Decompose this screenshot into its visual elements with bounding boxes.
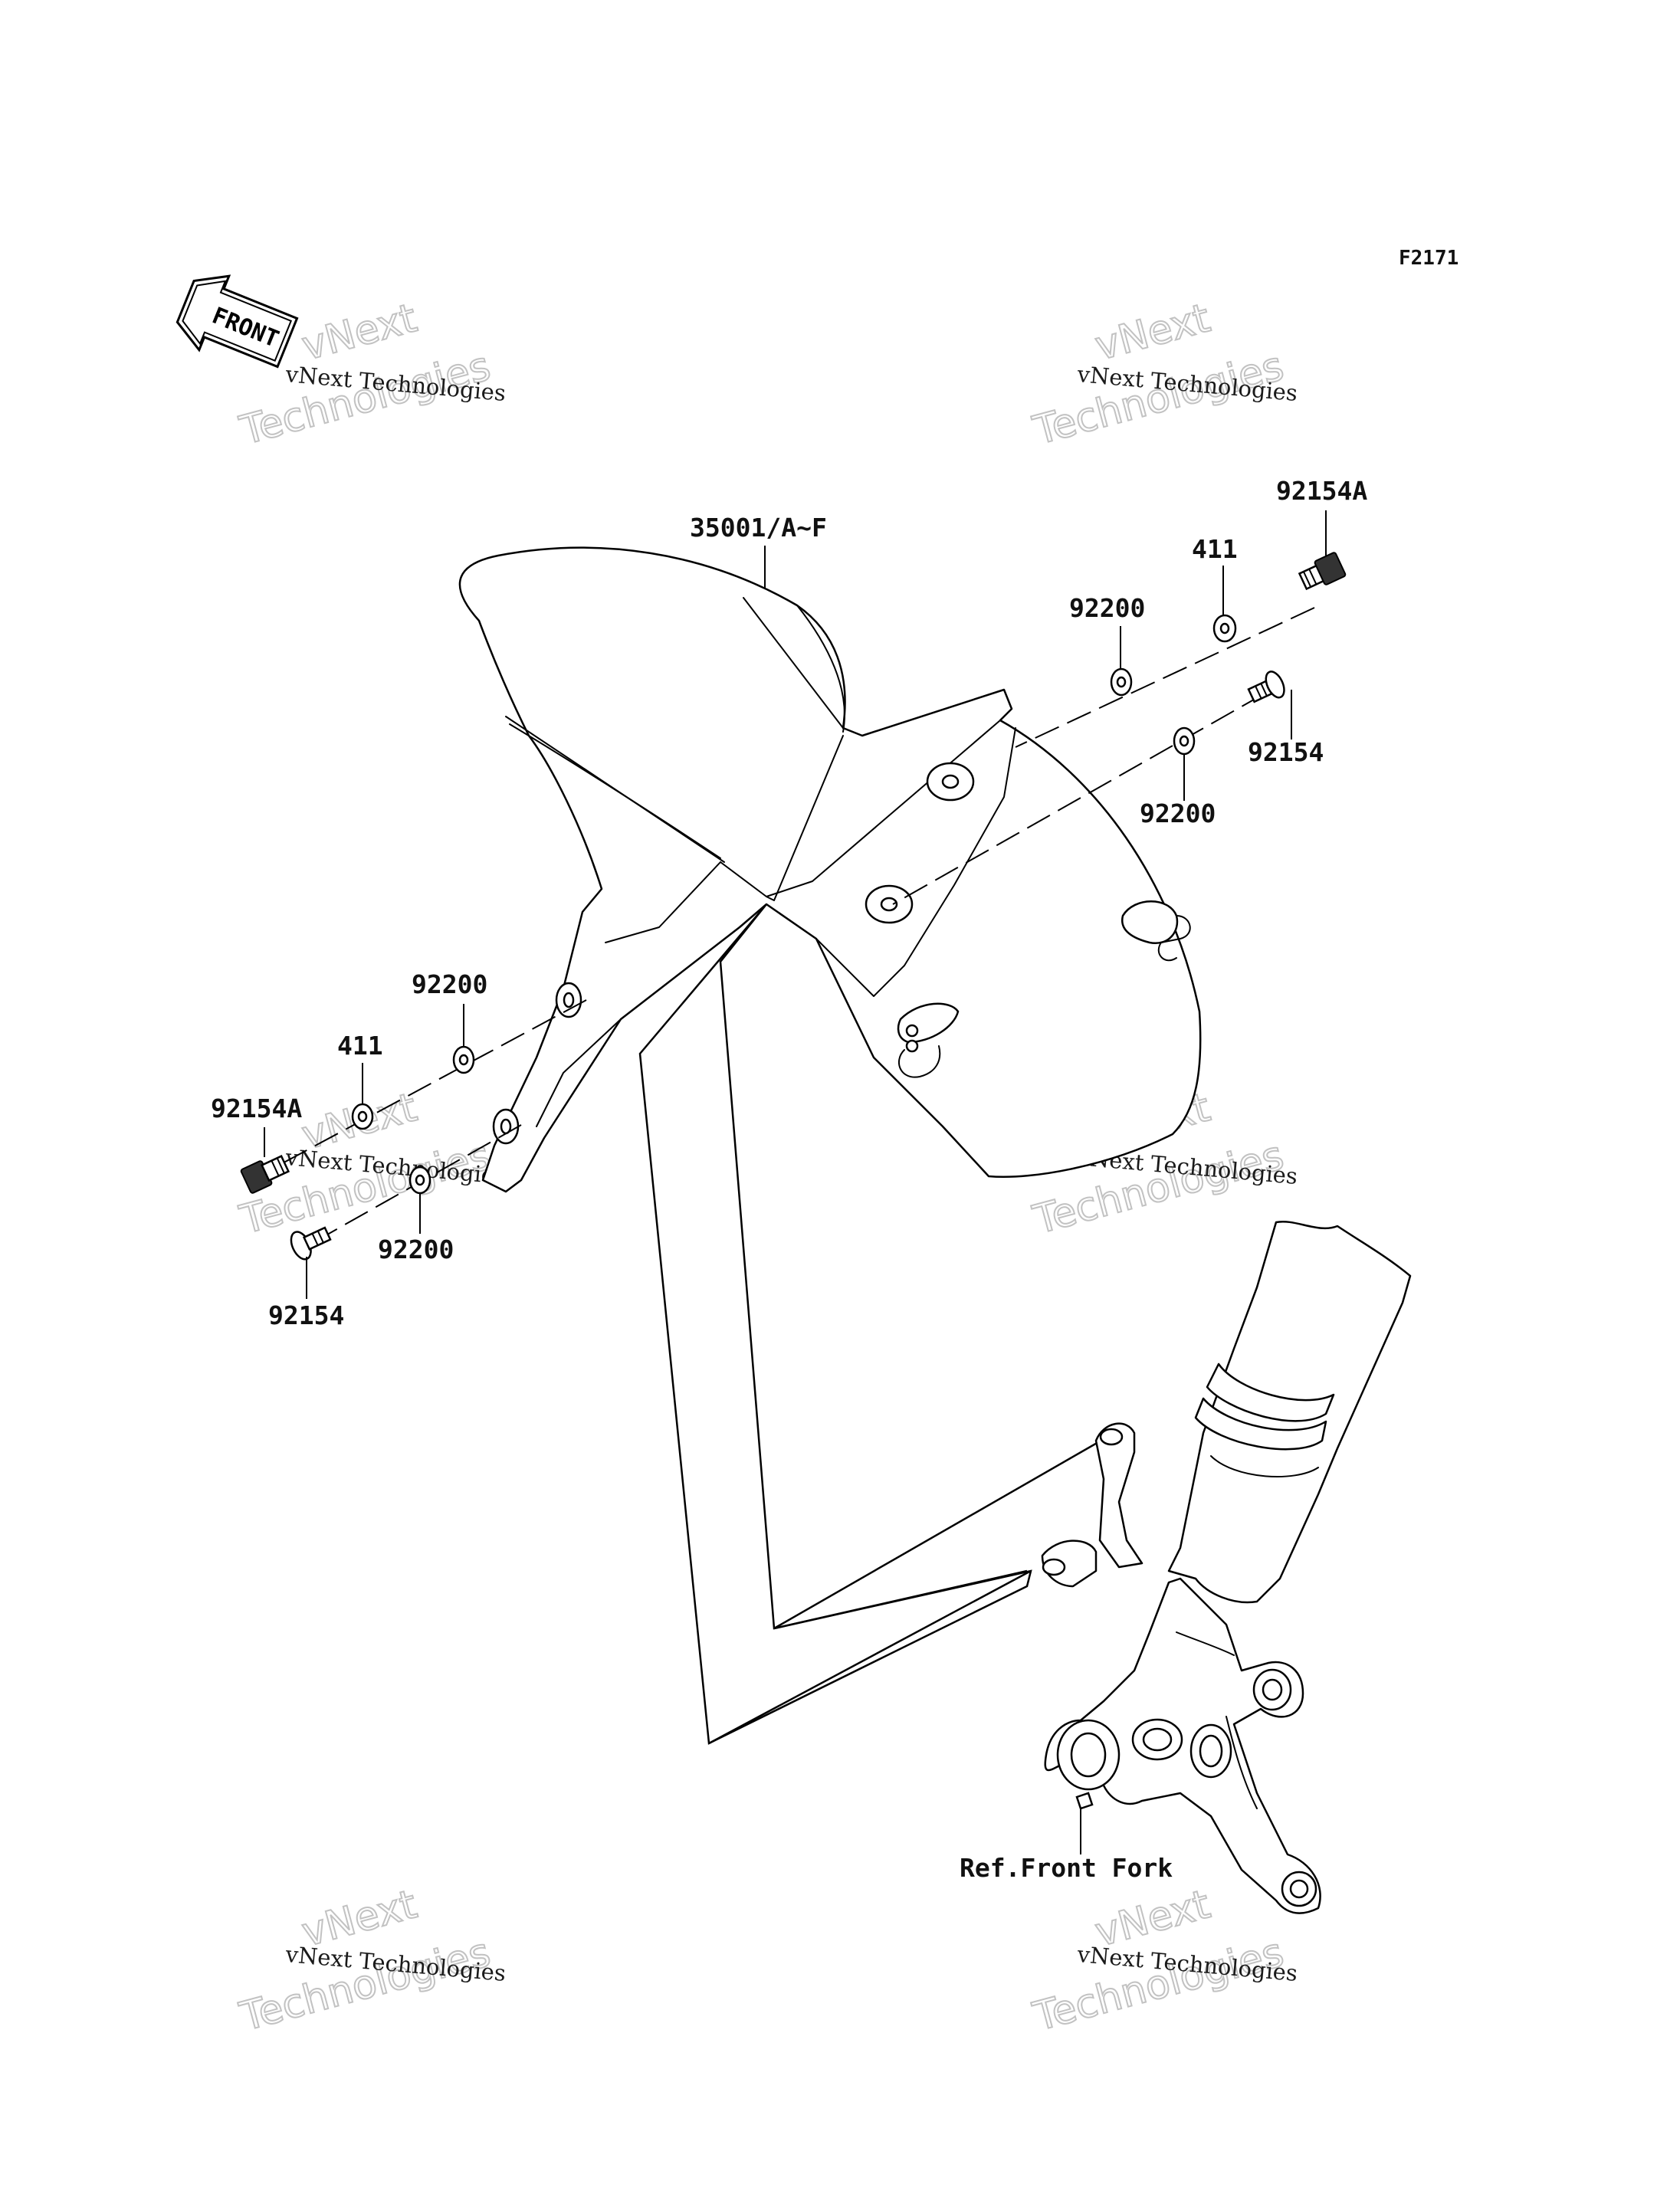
fork-bleeder-icon — [1075, 1792, 1094, 1810]
figure-code: F2171 — [1399, 247, 1459, 270]
label-bolt-left: 92154 — [268, 1300, 344, 1330]
label-bolt-a-right: 92154A — [1276, 476, 1367, 506]
front-fork — [1041, 1220, 1412, 1914]
bolt-92154-right-icon — [1247, 671, 1285, 703]
watermark-bottom-right: vNext Technologies vNext Technologies — [1028, 1881, 1298, 2041]
left-mounting-hardware — [240, 999, 587, 1261]
label-ref-front-fork: Ref.Front Fork — [960, 1853, 1173, 1883]
label-washer-left-lower: 92200 — [378, 1235, 454, 1264]
label-fender: 35001/A~F — [690, 513, 827, 543]
label-washer-left-upper: 92200 — [412, 969, 487, 999]
front-arrow-icon: FRONT — [176, 274, 299, 369]
front-fender — [458, 546, 1202, 1193]
fork-seal-ring — [1206, 1362, 1335, 1422]
watermark-top-right: vNext Technologies vNext Technologies — [1028, 294, 1298, 455]
label-washer-right-lower: 92200 — [1140, 798, 1216, 828]
fork-lower-bracket — [1044, 1577, 1321, 1914]
label-bolt-right: 92154 — [1248, 737, 1324, 767]
watermark-big-bottom: Technologies — [235, 1930, 495, 2041]
bolt-92154a-right-icon — [1298, 552, 1347, 591]
fender-clip-oval — [1121, 900, 1179, 945]
right-mounting-hardware — [892, 552, 1347, 905]
fork-mount-outline — [638, 903, 1104, 1745]
watermark-big-top: vNext — [1091, 295, 1215, 369]
watermark-big-bottom: Technologies — [1029, 1930, 1288, 2041]
watermark-bottom-left: vNext Technologies vNext Technologies — [235, 1881, 507, 2041]
bolt-92154a-left-icon — [240, 1155, 290, 1194]
watermark-big-bottom: Technologies — [235, 1133, 495, 1244]
label-bolt-a-left: 92154A — [211, 1094, 302, 1123]
leader-lines — [264, 510, 1327, 1854]
fork-fender-arm-upper — [1094, 1422, 1144, 1569]
label-washer-right-upper: 92200 — [1069, 593, 1145, 623]
watermark-big-top: vNext — [297, 295, 422, 369]
label-collar-right: 411 — [1192, 534, 1238, 564]
label-collar-left: 411 — [337, 1031, 383, 1061]
bolt-92154-left-icon — [290, 1226, 332, 1261]
